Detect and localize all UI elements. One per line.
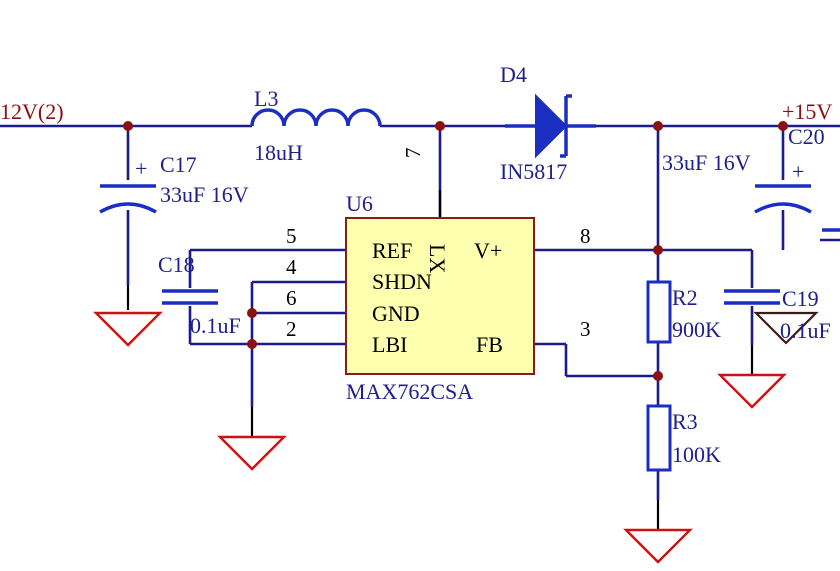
ic-pin-label-shdn: SHDN — [372, 269, 432, 294]
inductor-l3 — [250, 108, 382, 127]
ic-part: MAX762CSA — [346, 379, 473, 404]
junction-dots — [123, 121, 788, 381]
ic-body — [345, 217, 535, 375]
cap-c17 — [99, 184, 157, 214]
c20-value: 33uF 16V — [662, 150, 751, 175]
r2-value: 900K — [672, 317, 721, 342]
net-label-input: 12V(2) — [0, 99, 64, 124]
pin-number-8: 8 — [580, 224, 591, 248]
inductor-value: 18uH — [254, 140, 303, 165]
ic-pin-label-lx: LX — [425, 244, 450, 273]
resistor-r2 — [646, 280, 672, 344]
diode-d4 — [505, 93, 596, 159]
pin-number-4: 4 — [286, 255, 297, 279]
resistor-r3 — [646, 404, 672, 472]
r3-value: 100K — [672, 442, 721, 467]
c17-ref: C17 — [160, 152, 197, 177]
r2-ref: R2 — [672, 285, 698, 310]
ic-pin-label-gnd: GND — [372, 301, 420, 326]
inductor-ref: L3 — [254, 86, 278, 111]
c17-plus: + — [135, 156, 147, 181]
black-wires — [126, 190, 754, 530]
diode-value: IN5817 — [500, 159, 567, 184]
cap-c18 — [162, 289, 218, 305]
pin-number-6: 6 — [286, 286, 297, 310]
ic-pin-label-lbi: LBI — [372, 332, 407, 357]
ground-symbols — [93, 311, 819, 564]
r3-ref: R3 — [672, 409, 698, 434]
c20-plus: + — [792, 159, 804, 184]
wires — [0, 124, 840, 500]
pin-number-5: 5 — [286, 224, 297, 248]
ic-pin-label-vplus: V+ — [474, 238, 502, 263]
c18-ref: C18 — [158, 252, 195, 277]
net-label-output: +15V — [782, 99, 832, 124]
ic-u6 — [345, 217, 535, 375]
c17-value: 33uF 16V — [160, 182, 249, 207]
c19-ref: C19 — [782, 286, 819, 311]
pin-number-7: 7 — [401, 148, 425, 159]
cap-c20 — [754, 184, 840, 232]
pin-number-3: 3 — [580, 317, 591, 341]
ic-ref: U6 — [346, 191, 373, 216]
pin-number-2: 2 — [286, 317, 297, 341]
c18-value: 0.1uF — [190, 313, 241, 338]
c20-ref: C20 — [788, 124, 825, 149]
diode-ref: D4 — [500, 62, 527, 87]
c19-value: 0.1uF — [780, 318, 831, 343]
ic-pin-label-fb: FB — [476, 332, 503, 357]
ic-pin-label-ref: REF — [372, 238, 412, 263]
cap-c19 — [724, 289, 780, 305]
